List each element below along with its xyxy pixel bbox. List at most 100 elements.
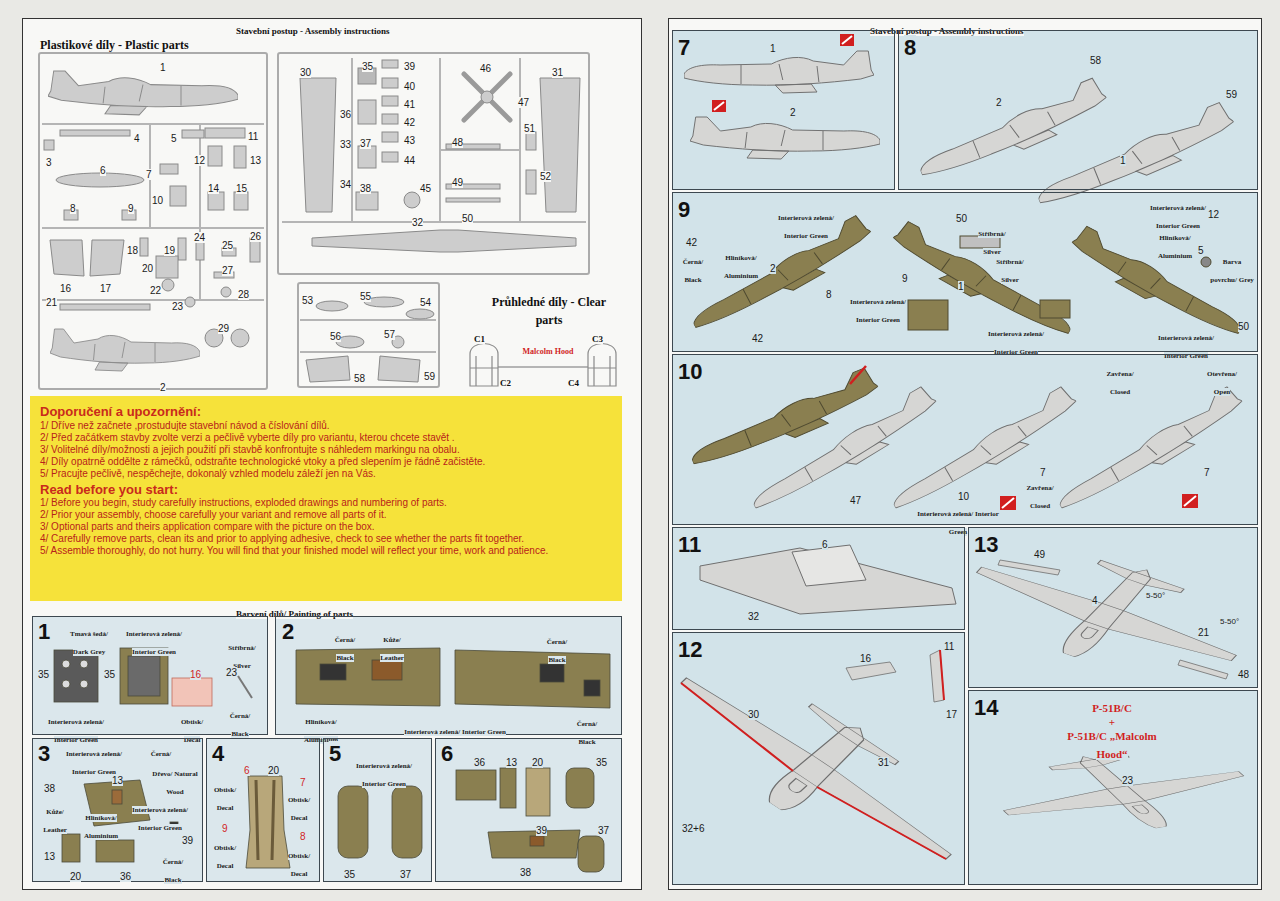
warning-item: 2/ Před začátkem stavby zvolte verzi a p…: [40, 432, 612, 444]
sprue-parts: [42, 124, 264, 300]
step-number: 8: [904, 35, 916, 60]
part-number: 15: [236, 183, 247, 194]
text-holder: Barva povrchu/ Grey: [1210, 250, 1254, 285]
aircraft-drawing: [684, 366, 1249, 519]
text-holder: 2: [160, 377, 166, 395]
text-holder: 8: [826, 284, 832, 302]
text-holder: 30: [300, 62, 311, 80]
cockpit-parts: [530, 836, 544, 846]
part-number: 9: [222, 823, 228, 834]
sprue-parts: [300, 297, 436, 382]
text-holder: Černá/ Black: [328, 628, 362, 663]
page-ground: [22, 18, 642, 890]
text-holder: 5/ Assemble thoroughly, do not hurry. Yo…: [40, 545, 612, 557]
part-number: 42: [404, 117, 415, 128]
text-holder: 1: [160, 57, 166, 75]
sprue-parts: [358, 146, 376, 168]
panel-ground: [672, 527, 965, 630]
clear-parts: [470, 344, 616, 387]
panel-ground: [898, 30, 1258, 190]
aircraft-drawing: [850, 366, 866, 384]
text-holder: Malcolm Hood: [522, 340, 574, 358]
text-holder: 58: [354, 368, 365, 386]
option-icon: [712, 100, 726, 112]
text-holder: 51: [524, 118, 535, 136]
panel-ground: [672, 30, 1258, 885]
sprue-parts: [42, 71, 264, 371]
text-holder: 59: [424, 366, 435, 384]
part-number: 22: [150, 285, 161, 296]
text-holder: 20: [532, 752, 543, 770]
text-holder: 2: [770, 258, 776, 276]
text-holder: 23: [1122, 770, 1133, 788]
angle-note: 5-50°: [1146, 591, 1165, 600]
warning-item: 3/ Volitelné díly/možnosti a jejich použ…: [40, 444, 612, 456]
text-holder: 13: [506, 752, 517, 770]
text-holder: P-51B/C „Malcolm Hood“: [1062, 726, 1162, 761]
step-panel: 636132035393738: [435, 738, 622, 882]
step-panel: 10Zavřena/ ClosedOtevřena/ Open4710Inter…: [672, 354, 1258, 525]
sprue-parts: [178, 238, 186, 260]
part-number: 36: [474, 757, 485, 768]
text-holder: Zavřena/ Closed: [1098, 362, 1142, 397]
text-holder: 35: [344, 864, 355, 882]
text-holder: 36: [474, 752, 485, 770]
part-number: 7: [146, 169, 152, 180]
part-number: 35: [344, 869, 355, 880]
angle-note: 5-50°: [1220, 617, 1239, 626]
text-holder: 6: [822, 534, 828, 552]
color-label: Interierová zelená/ Interior Green: [850, 298, 906, 324]
part-number: 34: [340, 179, 351, 190]
text-holder: 58: [1090, 50, 1101, 68]
sprue-parts: [406, 309, 434, 319]
text-holder: 2: [790, 102, 796, 120]
text-holder: 1: [1120, 150, 1126, 168]
part-number: 1: [770, 43, 776, 54]
step-panel: 134945-50°215-50°48: [968, 527, 1258, 688]
text-holder: 1: [958, 276, 964, 294]
color-label: Obtisk/ Decal: [214, 786, 236, 812]
cockpit-parts: [112, 790, 122, 804]
part-number: 7: [1040, 467, 1046, 478]
step-number: 10: [678, 359, 702, 384]
text-holder: 10: [958, 486, 969, 504]
part-number: 58: [354, 373, 365, 384]
part-number: 39: [536, 825, 547, 836]
text-holder: 37: [400, 864, 411, 882]
variant-title: P-51B/C: [1092, 702, 1132, 714]
sprue-parts: [526, 132, 536, 150]
part-number: 6: [100, 165, 106, 176]
color-label: Zavřena/ Closed: [1106, 370, 1133, 396]
color-label: Interierová zelená/ Interior Green: [988, 330, 1044, 356]
aircraft-drawing: [684, 51, 874, 93]
warning-item: 1/ Dříve než začnete ,prostudujte staveb…: [40, 420, 612, 432]
text-holder: 8: [904, 36, 916, 60]
part-number: 16: [190, 669, 201, 680]
part-number: 30: [748, 709, 759, 720]
text-holder: 5: [171, 128, 177, 146]
text-holder: 50: [1238, 316, 1249, 334]
color-label: Interierová zelená/ Interior Green: [132, 806, 188, 832]
color-label: Hliníková/ Aluminium: [1158, 234, 1192, 260]
part-number: 8: [70, 203, 76, 214]
sprue-parts: [382, 152, 398, 162]
sprue-parts: [312, 230, 576, 252]
text-holder: 46: [480, 58, 491, 76]
color-label: Obtisk/ Decal: [288, 796, 310, 822]
text-holder: 9: [678, 198, 690, 222]
text-holder: Obtisk/ Decal: [282, 844, 316, 879]
text-holder: 57: [384, 324, 395, 342]
text-holder: Interierová zelená/ Interior Green: [124, 798, 196, 833]
color-label: Černá/ Black: [335, 636, 356, 662]
aircraft-drawing: [846, 662, 896, 680]
text-holder: 28: [238, 284, 249, 302]
text-holder: Interierová zelená/ Interior Green: [842, 290, 914, 325]
sprue-frame: 53555456575859: [297, 282, 440, 388]
text-holder: Obtisk/ Decal: [172, 710, 212, 745]
panel-ground: [672, 354, 1258, 525]
step-number: 5: [329, 741, 341, 766]
aircraft-drawing: [886, 219, 1080, 345]
text-holder: P-51B/C: [1082, 698, 1142, 716]
text-holder: 19: [164, 240, 175, 258]
color-label: Dřevo/ Natural Wood: [152, 770, 197, 796]
